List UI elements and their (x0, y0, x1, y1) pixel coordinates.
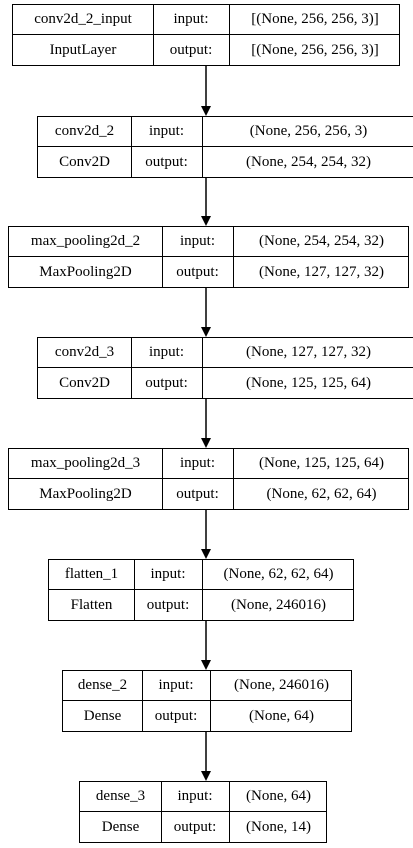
output-label: output: (131, 147, 203, 177)
layer-type: MaxPooling2D (9, 479, 163, 509)
input-label: input: (131, 117, 203, 146)
layer-name: dense_3 (80, 782, 162, 811)
layer-name: max_pooling2d_3 (9, 449, 163, 478)
output-label: output: (134, 590, 203, 620)
output-label: output: (131, 368, 203, 398)
arrowhead-icon (201, 438, 211, 448)
output-shape: (None, 127, 127, 32) (259, 263, 384, 280)
input-shape: (None, 64) (246, 788, 311, 804)
input-shape: (None, 246016) (234, 677, 329, 693)
input-shape: (None, 127, 127, 32) (246, 344, 371, 360)
layer-name: conv2d_2 (38, 117, 132, 146)
layer-type: Conv2D (38, 147, 132, 177)
input-label: input: (162, 449, 234, 478)
arrowhead-icon (201, 327, 211, 337)
layer-name: dense_2 (63, 671, 143, 700)
layer-name: conv2d_2_input (13, 5, 154, 34)
input-label: input: (131, 338, 203, 367)
arrowhead-icon (201, 216, 211, 226)
input-shape: (None, 254, 254, 32) (259, 233, 384, 249)
layer-type: Flatten (49, 590, 135, 620)
input-label: input: (162, 227, 234, 256)
layer-name: max_pooling2d_2 (9, 227, 163, 256)
output-label: output: (153, 35, 230, 65)
arrowhead-icon (201, 106, 211, 116)
layer-type: Dense (80, 812, 162, 842)
output-label: output: (142, 701, 211, 731)
input-shape: (None, 62, 62, 64) (223, 566, 334, 582)
layer-type: Conv2D (38, 368, 132, 398)
input-shape: (None, 125, 125, 64) (259, 455, 384, 471)
output-shape: (None, 62, 62, 64) (266, 485, 377, 502)
output-label: output: (161, 812, 230, 842)
output-shape: (None, 125, 125, 64) (246, 374, 371, 391)
output-shape: (None, 14) (246, 818, 311, 835)
output-label: output: (162, 257, 234, 287)
layer-type: MaxPooling2D (9, 257, 163, 287)
output-shape: (None, 254, 254, 32) (246, 153, 371, 170)
arrowhead-icon (201, 660, 211, 670)
layer-type: Dense (63, 701, 143, 731)
input-label: input: (142, 671, 211, 700)
output-shape: (None, 246016) (231, 596, 326, 613)
output-shape: [(None, 256, 256, 3)] (251, 41, 379, 58)
arrowhead-icon (201, 771, 211, 781)
arrowhead-icon (201, 549, 211, 559)
input-label: input: (134, 560, 203, 589)
input-shape: [(None, 256, 256, 3)] (251, 11, 379, 27)
layer-name: conv2d_3 (38, 338, 132, 367)
output-label: output: (162, 479, 234, 509)
input-label: input: (161, 782, 230, 811)
layer-type: InputLayer (13, 35, 154, 65)
layer-name: flatten_1 (49, 560, 135, 589)
output-shape: (None, 64) (249, 707, 314, 724)
input-shape: (None, 256, 256, 3) (249, 123, 368, 139)
input-label: input: (153, 5, 230, 34)
